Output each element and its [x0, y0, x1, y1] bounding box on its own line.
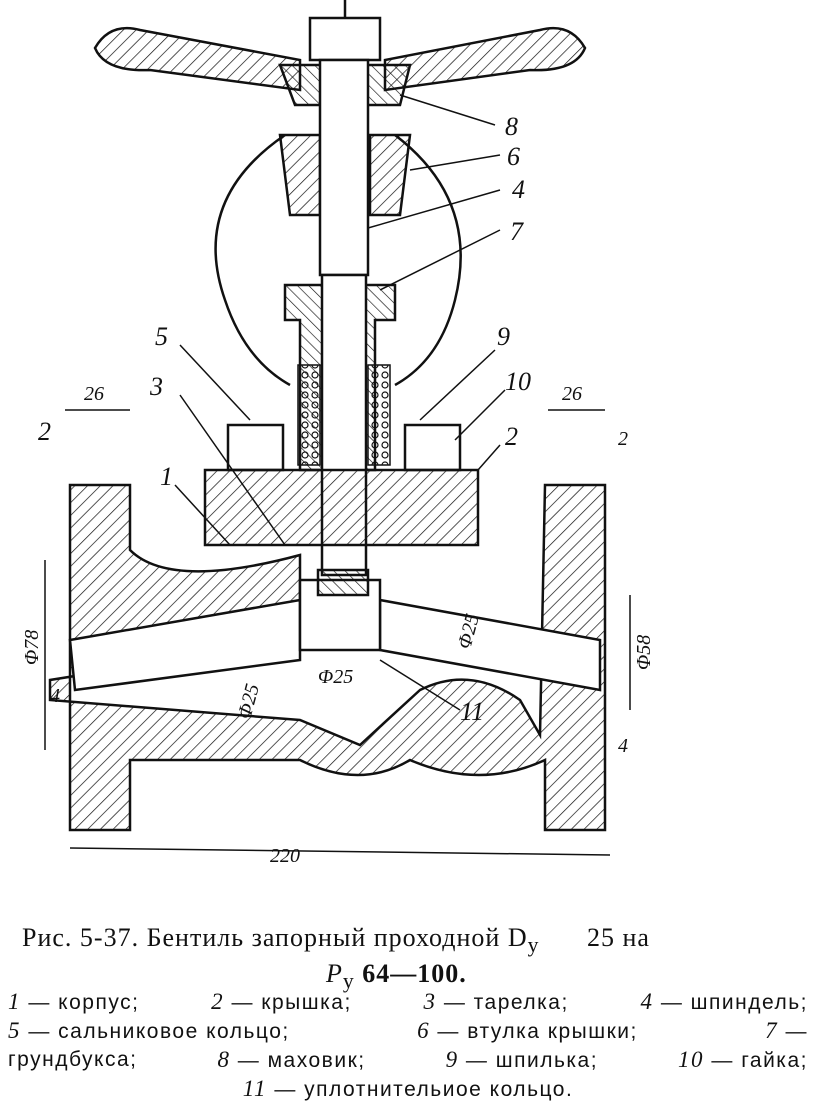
label-part-6: 6 — [507, 142, 520, 171]
caption-title-line2-tail: 64—100. — [362, 959, 467, 988]
legend-item-2: 2 — крышка; — [211, 989, 352, 1014]
caption-title-line2-sub: у — [342, 969, 355, 994]
dim-overall-length: 220 — [270, 845, 300, 867]
caption-title-line1: Рис. 5-37. Бентиль запорный проходной D — [22, 923, 528, 952]
label-part-4: 4 — [512, 175, 525, 204]
dim-flange-right: 4 — [618, 735, 628, 757]
legend-item-4: 4 — шпиндель; — [640, 989, 808, 1014]
legend-item-8: 8 — маховик; — [217, 1047, 366, 1072]
figure-legend: 1 — корпус; 2 — крышка; 3 — тарелка; 4 —… — [8, 988, 808, 1104]
dim-top-right-width: 26 — [562, 383, 582, 405]
caption-title-tail: 25 на — [586, 923, 650, 952]
dim-gap-right: 2 — [618, 428, 628, 450]
legend-item-7: 7 — — [765, 1018, 808, 1043]
legend-item-5: 5 — сальниковое кольцо; — [8, 1018, 290, 1043]
dim-flange-left: 4 — [50, 685, 60, 707]
dim-dia-right: Φ58 — [633, 635, 655, 670]
legend-item-1: 1 — корпус; — [8, 989, 140, 1014]
dim-dia-left: Φ78 — [21, 630, 43, 665]
label-part-1: 1 — [160, 462, 173, 491]
dim-dia-inner-2: Φ25 — [234, 682, 264, 722]
label-part-9: 9 — [497, 322, 510, 351]
label-part-7: 7 — [510, 217, 524, 246]
label-part-5: 5 — [155, 322, 168, 351]
legend-item-9: 9 — шпилька; — [445, 1047, 599, 1072]
caption-title-line2: P — [326, 959, 343, 988]
label-part-11: 11 — [460, 697, 484, 726]
legend-item-10: 10 — гайка; — [678, 1047, 808, 1072]
packing — [297, 364, 391, 466]
caption-title-sub: у — [527, 933, 540, 958]
valve-drawing: 8 6 4 7 5 3 9 10 1 2 2 11 26 26 2 2 Φ78 … — [21, 0, 655, 867]
label-part-2-right: 2 — [505, 422, 518, 451]
legend-item-11: 11 — уплотнительиое кольцо. — [242, 1076, 574, 1101]
dim-top-left-width: 26 — [84, 383, 104, 405]
dim-dia-seat: Φ25 — [318, 666, 353, 688]
legend-item-7-cont: грундбукса; — [8, 1048, 138, 1071]
body — [48, 468, 607, 832]
label-part-3: 3 — [149, 372, 163, 401]
label-part-10: 10 — [505, 367, 531, 396]
label-part-8: 8 — [505, 112, 518, 141]
legend-item-6: 6 — втулка крышки; — [417, 1018, 638, 1043]
legend-item-3: 3 — тарелка; — [423, 989, 569, 1014]
label-part-2-left: 2 — [38, 417, 51, 446]
leaders — [44, 94, 631, 856]
